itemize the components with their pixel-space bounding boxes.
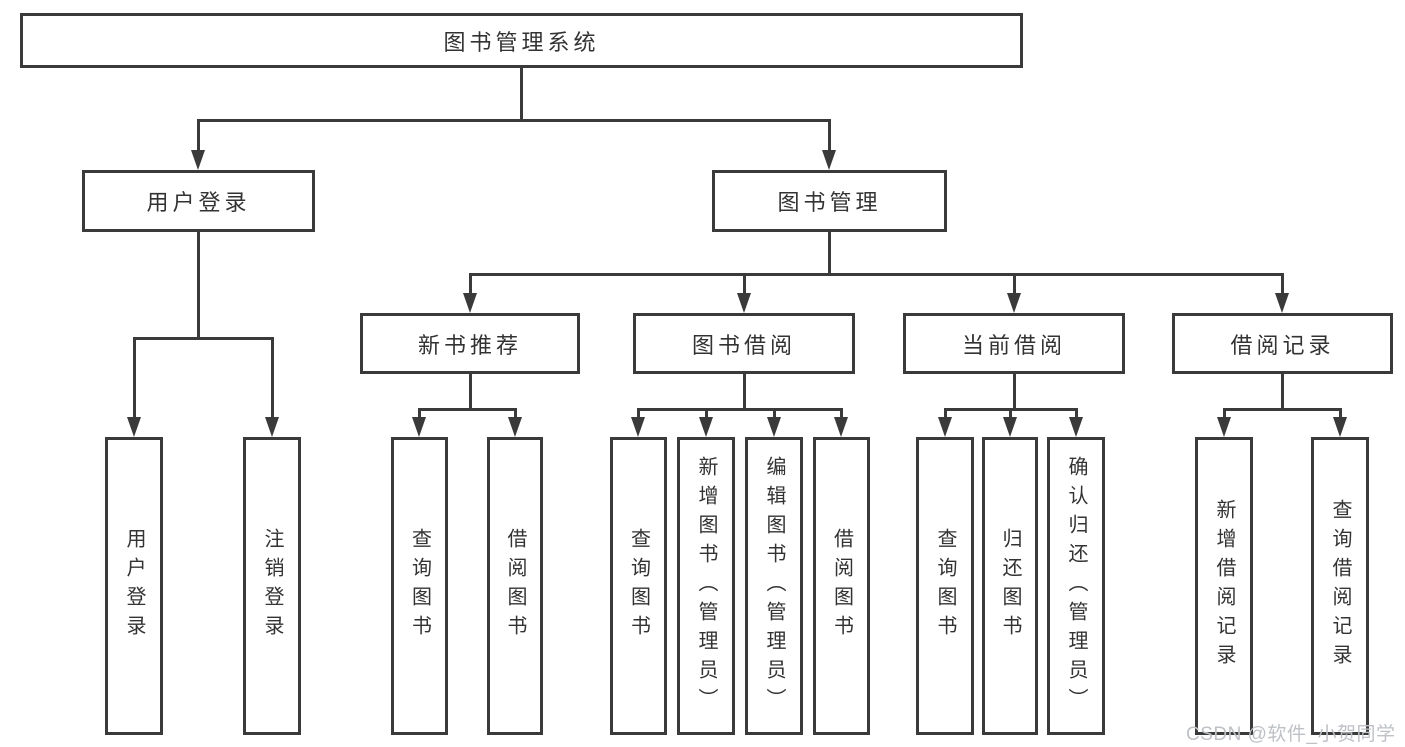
node-current-borrow: 当前借阅 [903, 313, 1125, 374]
arrow-down-icon [1007, 293, 1021, 313]
arrow-down-icon [1003, 417, 1017, 437]
connector-vline [1013, 273, 1016, 295]
arrow-down-icon [191, 150, 205, 170]
connector-vline [418, 408, 421, 419]
arrow-down-icon [834, 417, 848, 437]
connector-vline [743, 273, 746, 295]
connector-vline [828, 119, 831, 152]
connector-vline [469, 273, 472, 295]
connector-vline [743, 374, 746, 408]
node-new-book-recommend: 新书推荐 [360, 313, 580, 374]
connector-vline [944, 408, 947, 419]
connector-vline [637, 408, 640, 419]
connector-vline [1013, 374, 1016, 408]
arrow-down-icon [1217, 417, 1231, 437]
leaf-borrow-books: 借阅图书 [813, 437, 870, 735]
connector-hline [1223, 408, 1341, 411]
connector-vline [520, 68, 523, 119]
connector-vline [1009, 408, 1012, 419]
arrow-down-icon [508, 417, 522, 437]
arrow-down-icon [767, 417, 781, 437]
arrow-down-icon [1275, 293, 1289, 313]
connector-vline [705, 408, 708, 419]
connector-hline [197, 119, 831, 122]
node-book-borrow: 图书借阅 [633, 313, 855, 374]
leaf-query-books-current: 查询图书 [916, 437, 974, 735]
leaf-confirm-return-admin: 确认归还（管理员） [1047, 437, 1105, 735]
connector-vline [773, 408, 776, 419]
arrow-down-icon [631, 417, 645, 437]
connector-vline [197, 119, 200, 152]
connector-vline [840, 408, 843, 419]
leaf-borrow-books-recommend: 借阅图书 [487, 437, 543, 735]
arrow-down-icon [463, 293, 477, 313]
arrow-down-icon [1069, 417, 1083, 437]
arrow-down-icon [412, 417, 426, 437]
arrow-down-icon [127, 417, 141, 437]
connector-hline [133, 337, 273, 340]
arrow-down-icon [699, 417, 713, 437]
node-user-login: 用户登录 [82, 170, 315, 232]
leaf-query-books-recommend: 查询图书 [391, 437, 448, 735]
leaf-add-books-admin: 新增图书（管理员） [677, 437, 735, 735]
leaf-user-login: 用户登录 [105, 437, 163, 735]
arrow-down-icon [265, 417, 279, 437]
csdn-watermark: CSDN @软件_小贺同学 [1186, 724, 1396, 745]
connector-vline [271, 337, 274, 419]
arrow-down-icon [822, 150, 836, 170]
arrow-down-icon [938, 417, 952, 437]
connector-hline [418, 408, 516, 411]
leaf-add-borrow-record: 新增借阅记录 [1195, 437, 1253, 735]
connector-vline [514, 408, 517, 419]
connector-vline [1281, 374, 1284, 408]
connector-vline [828, 232, 831, 273]
node-library-system: 图书管理系统 [20, 13, 1023, 68]
connector-hline [469, 273, 1283, 276]
leaf-logout: 注销登录 [243, 437, 301, 735]
node-borrow-records: 借阅记录 [1172, 313, 1393, 374]
connector-vline [1223, 408, 1226, 419]
connector-hline [637, 408, 842, 411]
connector-vline [1281, 273, 1284, 295]
connector-vline [1339, 408, 1342, 419]
arrow-down-icon [1333, 417, 1347, 437]
leaf-return-books: 归还图书 [982, 437, 1038, 735]
connector-vline [133, 337, 136, 419]
connector-vline [1075, 408, 1078, 419]
leaf-edit-books-admin: 编辑图书（管理员） [745, 437, 803, 735]
connector-vline [197, 232, 200, 337]
connector-vline [469, 374, 472, 408]
arrow-down-icon [737, 293, 751, 313]
leaf-query-books-borrow: 查询图书 [610, 437, 667, 735]
leaf-query-borrow-record: 查询借阅记录 [1311, 437, 1369, 735]
node-book-management: 图书管理 [712, 170, 947, 232]
